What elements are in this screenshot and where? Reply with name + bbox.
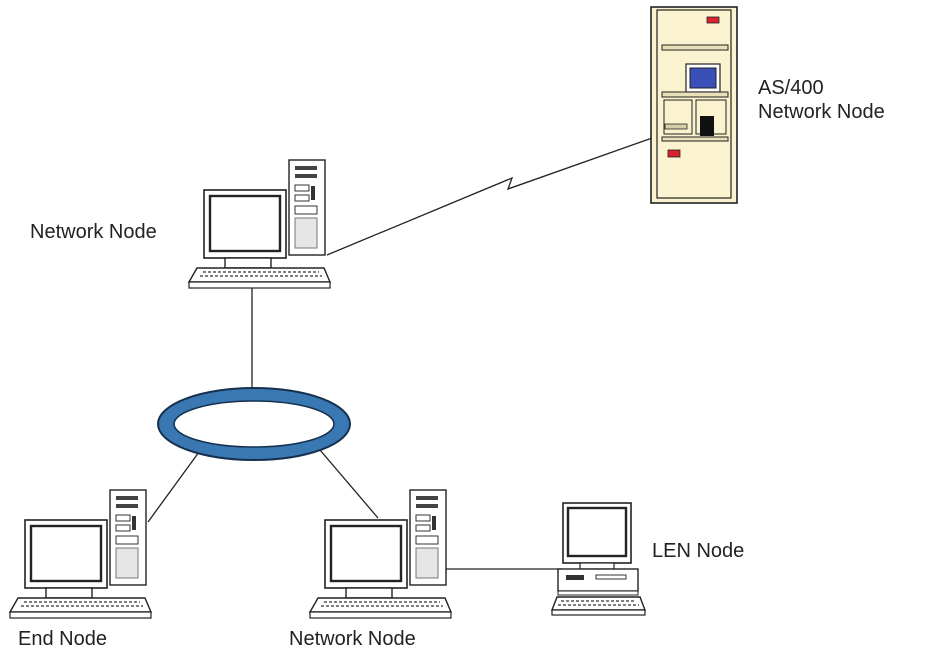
desktop-tower-pc-icon xyxy=(8,488,153,620)
desktop-tower-pc-icon xyxy=(187,158,332,290)
ring-to-end-node-line xyxy=(147,451,200,523)
as400-label-line1: AS/400 xyxy=(758,77,824,99)
token-ring-icon xyxy=(157,387,351,461)
as400-label: AS/400 Network Node xyxy=(758,76,885,124)
connections xyxy=(147,136,656,570)
ring-to-network-node-line xyxy=(319,449,379,519)
as400-label-line2: Network Node xyxy=(758,101,885,123)
end-node-label: End Node xyxy=(18,628,107,650)
len-node-label: LEN Node xyxy=(652,540,745,562)
wan-link xyxy=(326,136,656,256)
as400-server-icon xyxy=(650,6,738,204)
compact-pc-icon xyxy=(550,502,647,616)
top-network-node-label: Network Node xyxy=(30,221,157,243)
bottom-network-node-label: Network Node xyxy=(289,628,416,650)
desktop-tower-pc-icon xyxy=(308,488,453,620)
